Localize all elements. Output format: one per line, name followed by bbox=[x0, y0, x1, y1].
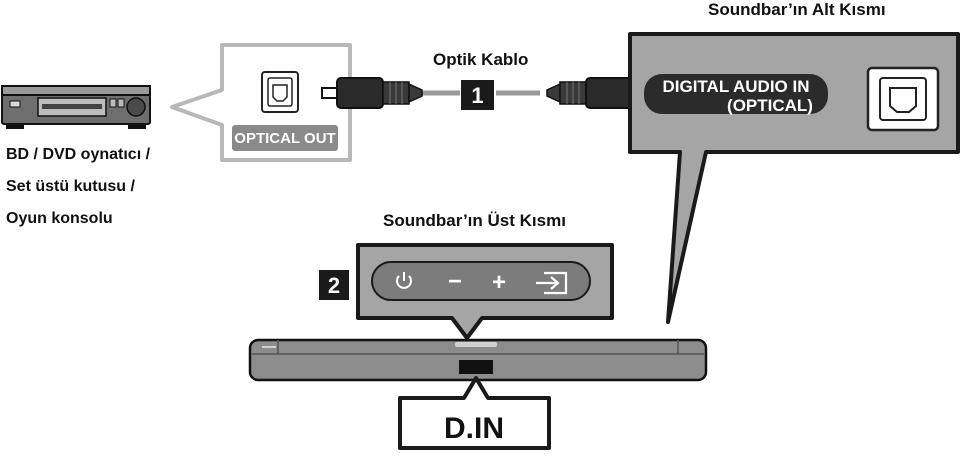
digital-in-label-bg bbox=[644, 74, 828, 114]
plus-icon[interactable]: + bbox=[492, 269, 506, 296]
display-callout bbox=[398, 376, 551, 450]
top-panel-title: Soundbar’ın Üst Kısmı bbox=[383, 211, 566, 230]
device-label-line2: Set üstü kutusu / bbox=[6, 178, 135, 195]
bottom-panel-title: Soundbar’ın Alt Kısmı bbox=[708, 0, 886, 19]
control-strip bbox=[371, 261, 591, 301]
optical-out-label-bg bbox=[232, 125, 338, 151]
optical-out-label: OPTICAL OUT bbox=[234, 130, 335, 147]
optical-cable bbox=[321, 77, 646, 109]
device-label-line1: BD / DVD oynatıcı / bbox=[6, 146, 151, 163]
step-1-badge bbox=[461, 80, 494, 110]
device-label-line3: Oyun konsolu bbox=[6, 210, 113, 227]
optical-port-icon bbox=[866, 66, 940, 132]
power-icon[interactable] bbox=[396, 272, 412, 289]
digital-in-label-line1: DIGITAL AUDIO IN bbox=[662, 77, 809, 96]
input-source-icon[interactable] bbox=[536, 271, 568, 295]
digital-in-label-line2: (OPTICAL) bbox=[727, 96, 813, 115]
soundbar bbox=[248, 338, 708, 382]
display-text: D.IN bbox=[444, 412, 504, 445]
minus-icon[interactable]: − bbox=[448, 268, 462, 295]
step-2-badge bbox=[319, 270, 349, 300]
cable-title: Optik Kablo bbox=[433, 50, 529, 69]
optical-port-icon bbox=[261, 71, 299, 113]
step-1-number: 1 bbox=[471, 83, 483, 108]
step-2-number: 2 bbox=[328, 273, 340, 298]
bd-dvd-player bbox=[1, 85, 151, 129]
